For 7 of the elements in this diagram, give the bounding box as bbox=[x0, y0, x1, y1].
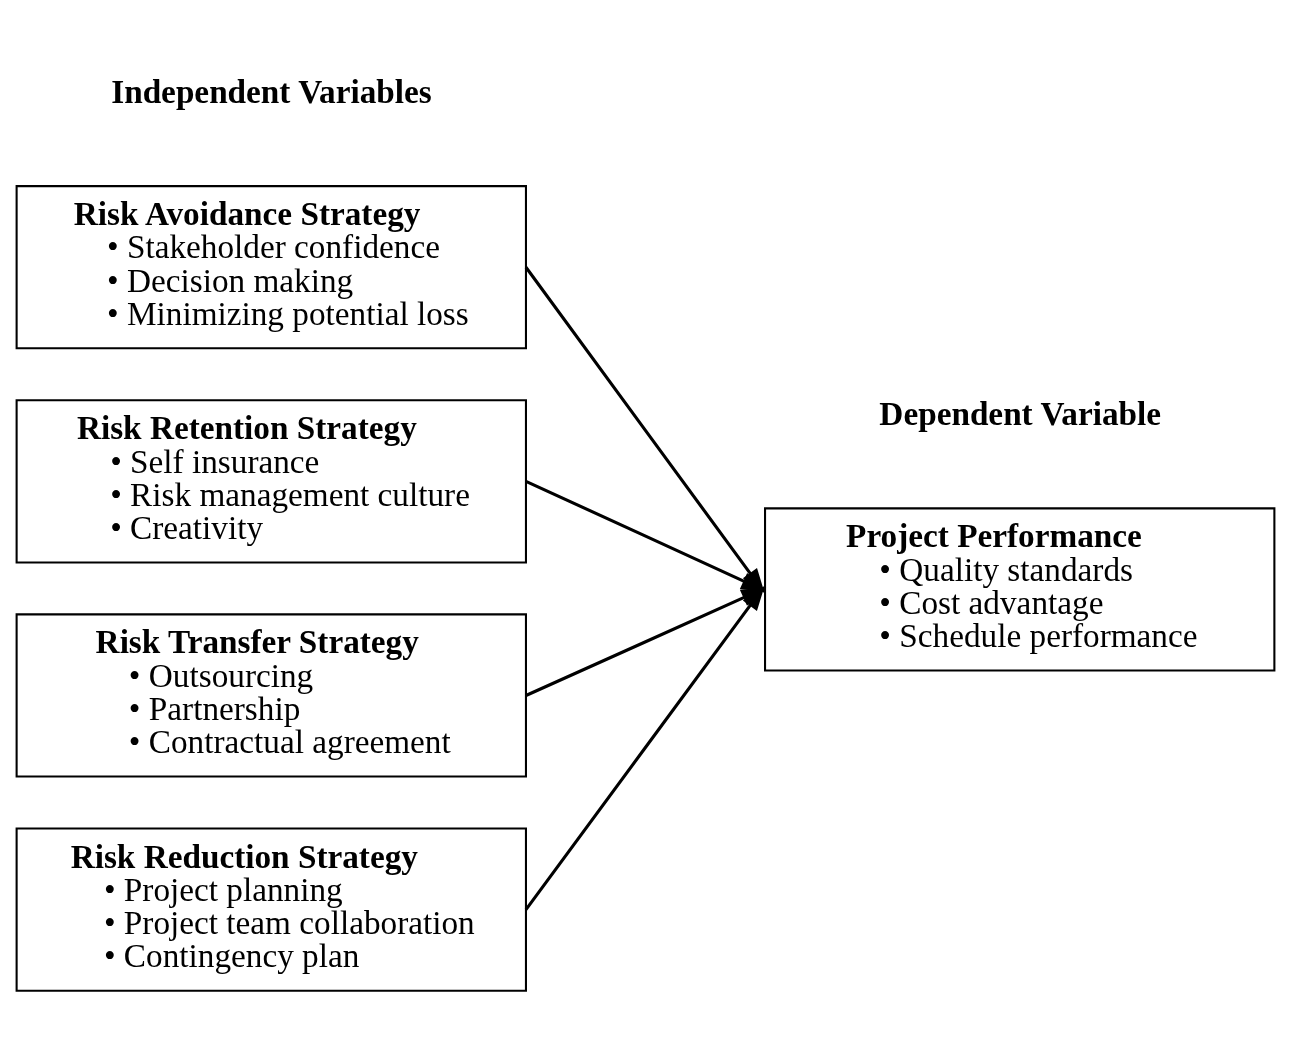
node-box: Risk Reduction Strategy • Project planning • Project team collaboration • Contingency plan bbox=[15, 827, 527, 992]
node-box: Risk Retention Strategy • Self insurance • Risk management culture • Creativity bbox=[15, 398, 527, 563]
node-box: Risk Transfer Strategy • Outsourcing • Partnership • Contractual agreement bbox=[15, 612, 527, 778]
node-box: Risk Avoidance Strategy • Stakeholder confidence • Decision making • Minimizing potential loss bbox=[15, 184, 527, 349]
label: Dependent Variable bbox=[879, 394, 1162, 432]
node-box: Project Performance • Quality standards • Cost advantage • Schedule performance bbox=[764, 506, 1276, 672]
label: Independent Variables bbox=[111, 72, 432, 110]
